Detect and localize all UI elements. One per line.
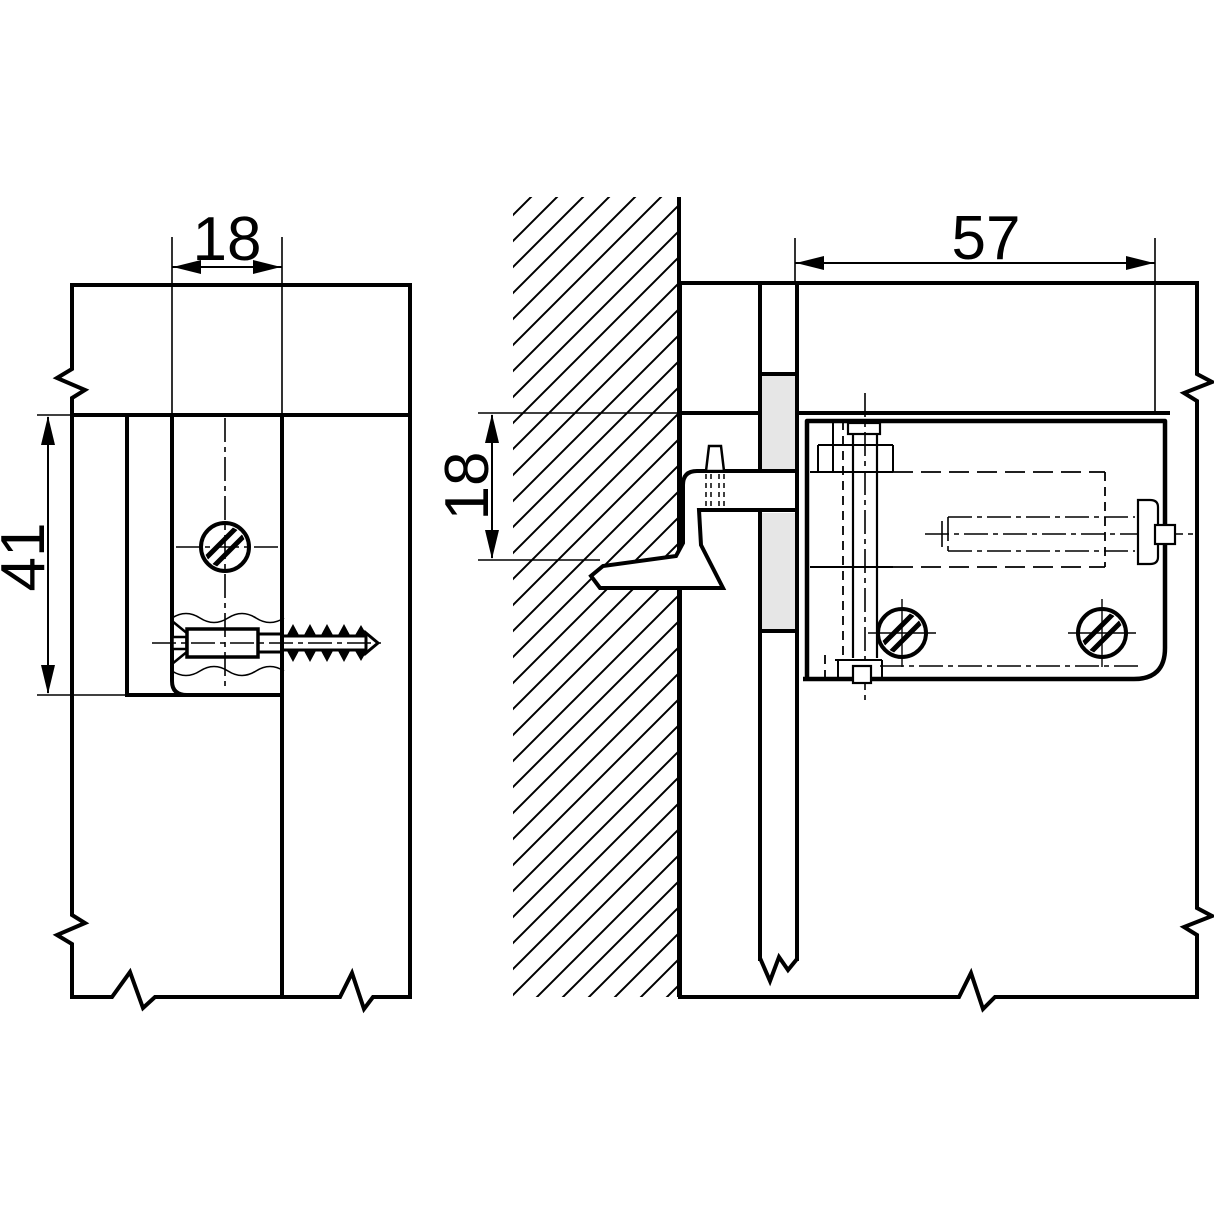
screw-shank	[258, 632, 284, 654]
strip-break-zigzag	[758, 952, 799, 987]
arrowhead-right	[253, 260, 281, 274]
break-wave-bottom	[171, 665, 285, 677]
dimension-depth-57: 57	[794, 204, 1156, 411]
arrowhead-left	[173, 260, 201, 274]
extension-lines	[37, 414, 130, 696]
right-section-view: 57 18	[433, 197, 1214, 1013]
dimension-height-41: 41	[0, 414, 130, 696]
left-section-view: 18 41	[0, 205, 412, 1014]
fitting-recess-edge	[170, 415, 188, 697]
hook-body	[588, 469, 799, 590]
hook-slot-edge	[810, 444, 894, 568]
mounting-screw-left-cross	[868, 599, 936, 667]
arrowhead-left	[796, 256, 824, 270]
arrowhead-top	[485, 414, 499, 443]
dimension-label-18-right: 18	[433, 452, 502, 521]
mounting-screw-right-cross	[1068, 599, 1136, 667]
adjusting-screw-nut	[851, 664, 873, 685]
dimension-label-18: 18	[193, 205, 262, 274]
adjusting-screw-head	[846, 421, 882, 436]
adjusting-screw-body	[851, 421, 879, 658]
back-panel-lower	[762, 513, 795, 629]
dimension-offset-18: 18	[433, 414, 502, 559]
break-wave-top	[171, 612, 285, 624]
adjusting-screw-foot	[835, 659, 883, 679]
back-panel-strip	[758, 283, 799, 987]
arrowhead-bottom	[485, 530, 499, 559]
adjusting-screw	[824, 393, 883, 700]
wall-hook	[588, 444, 799, 590]
hook-tab	[704, 444, 726, 473]
arrowhead-bottom	[41, 665, 55, 694]
left-side-panel	[52, 413, 284, 1012]
left-right-panel	[280, 413, 412, 1014]
dowel-screw	[152, 620, 385, 665]
back-panel-upper	[762, 376, 795, 471]
arrowhead-top	[41, 416, 55, 445]
arrowhead-right	[1126, 256, 1154, 270]
hidden-bolt	[925, 498, 1193, 566]
thread-teeth-top	[286, 624, 368, 637]
dimension-label-41: 41	[0, 523, 58, 592]
thread-teeth-bottom	[286, 649, 368, 662]
left-top-panel	[52, 283, 412, 417]
extension-lines	[794, 238, 1156, 411]
bolt-head-notch	[1153, 523, 1177, 546]
dimension-width-18: 18	[171, 205, 283, 415]
bolt-head	[1136, 498, 1160, 566]
dimension-label-57: 57	[952, 204, 1021, 273]
wall-hatch	[513, 197, 679, 997]
hanger-fitting	[800, 393, 1193, 700]
cabinet-body	[678, 281, 1214, 1013]
